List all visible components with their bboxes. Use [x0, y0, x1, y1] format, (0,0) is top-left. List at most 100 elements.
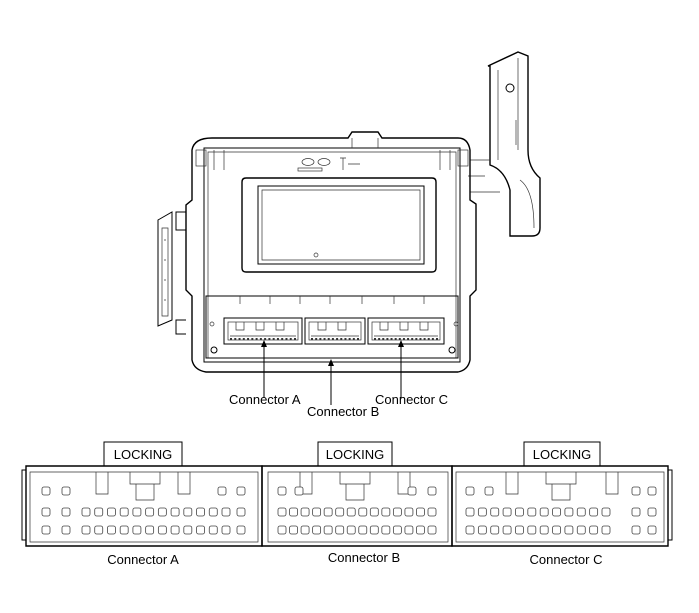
ecu-header-pin: [276, 338, 279, 340]
ecu-header-pin: [402, 338, 405, 340]
ecu-header-pin: [411, 338, 414, 340]
connector-c-pin: [490, 525, 500, 535]
connector-b-pin: [416, 525, 425, 535]
connector-a-pin: [196, 507, 205, 517]
ecu-header-pin: [234, 338, 237, 340]
ecu-header-pin: [319, 338, 322, 340]
connector-a-pin: [208, 525, 218, 535]
connector-a-pin: [236, 486, 246, 496]
ecu-header-pin: [382, 338, 385, 340]
ecu-header-a: [223, 317, 303, 345]
connector-c-pin: [515, 507, 524, 517]
connector-a-face-label: Connector A: [107, 552, 179, 567]
connector-b-pin: [335, 525, 345, 535]
connector-b-pin: [300, 507, 310, 517]
callout-leaders: [261, 340, 404, 405]
ecu-header-pin: [336, 338, 339, 340]
connector-a-pin: [236, 507, 246, 517]
connector-b-pin: [323, 525, 333, 535]
connector-a-pin: [119, 507, 129, 517]
connector-a-pin: [170, 507, 180, 517]
connector-b-pin: [381, 507, 391, 517]
ecu-header-pin: [289, 338, 292, 340]
connector-a-pin: [107, 525, 116, 535]
connector-a-pin: [183, 525, 193, 535]
connector-c-pin: [589, 525, 599, 535]
ecu-header-b: [304, 317, 366, 345]
ecu-header-pin: [419, 338, 422, 340]
ecu-header-pin: [436, 338, 438, 340]
ecu-header-pin: [352, 338, 355, 340]
ecu-header-pin: [431, 338, 434, 340]
connector-pin-cavities: [41, 486, 657, 535]
connector-b-pin: [294, 486, 304, 496]
ecu-header-pin: [327, 338, 330, 340]
connector-c-pin: [502, 507, 512, 517]
ecu-header-pin: [348, 338, 351, 340]
connector-b-pin: [346, 525, 356, 535]
connector-c-pin: [631, 507, 641, 517]
ecu-header-pin: [323, 338, 326, 340]
connector-c-face-label: Connector C: [530, 552, 603, 567]
connector-c-pin: [465, 507, 475, 517]
connector-a-pin: [183, 507, 193, 517]
connector-b-pin: [392, 525, 402, 535]
connector-c-pin: [647, 525, 657, 535]
connector-c-pin: [647, 507, 657, 517]
ecu-header-pin: [407, 338, 410, 340]
connector-b-pin: [427, 507, 437, 517]
connector-b-pin: [369, 525, 379, 535]
connector-b-pin: [346, 507, 356, 517]
connector-a-pin: [221, 507, 231, 517]
connector-c-pin: [539, 525, 549, 535]
ecu-header-pin: [259, 338, 262, 340]
ecu-header-c: [367, 317, 445, 345]
ecu-header-pin: [374, 338, 376, 340]
ecu-header-pin: [285, 338, 288, 340]
connector-a-pin: [41, 507, 51, 517]
connector-a-pin: [94, 525, 104, 535]
connector-a-pin: [132, 507, 142, 517]
connector-c-pin: [477, 525, 487, 535]
connector-c-pin: [631, 525, 641, 535]
connector-a-pin: [145, 525, 155, 535]
connector-c-pin: [490, 507, 500, 517]
connector-b-pin: [427, 525, 437, 535]
connector-c-pin: [564, 507, 574, 517]
connector-c-pin: [527, 525, 537, 535]
ecu-header-pin: [331, 338, 334, 340]
ecu-module: [157, 51, 541, 373]
ecu-header-pin: [398, 338, 401, 340]
connector-c-pin: [576, 525, 586, 535]
connector-a-pin: [107, 507, 116, 517]
connector-b-pin: [358, 507, 368, 517]
callout-connector-b: Connector B: [307, 404, 379, 419]
connector-c-pin: [477, 507, 487, 517]
connector-c-pin: [589, 507, 599, 517]
connector-b-pin: [404, 507, 414, 517]
connector-b-pin: [323, 507, 333, 517]
ecu-header-pin: [340, 338, 343, 340]
connector-b-pin: [289, 525, 298, 535]
connector-b-pin: [381, 525, 391, 535]
connector-a-pin: [196, 525, 205, 535]
ecu-header-pin: [251, 338, 254, 340]
connector-c-pin: [552, 525, 561, 535]
connector-b-pin: [392, 507, 402, 517]
ecu-header-pin: [294, 338, 296, 340]
connector-b-pin: [277, 525, 287, 535]
connector-a-pin: [217, 486, 227, 496]
ecu-header-pin: [390, 338, 393, 340]
ecu-header-pin: [394, 338, 397, 340]
connector-c-pin: [502, 525, 512, 535]
ecu-header-pin: [242, 338, 245, 340]
ecu-header-pin: [378, 338, 381, 340]
connector-c-pin: [515, 525, 524, 535]
connector-a-pin: [132, 525, 142, 535]
connector-a-pin: [61, 525, 71, 535]
connector-a-pin: [81, 507, 91, 517]
connector-a-locking-label: LOCKING: [114, 447, 173, 462]
connector-a-pin: [41, 525, 51, 535]
ecu-header-pin: [247, 338, 250, 340]
